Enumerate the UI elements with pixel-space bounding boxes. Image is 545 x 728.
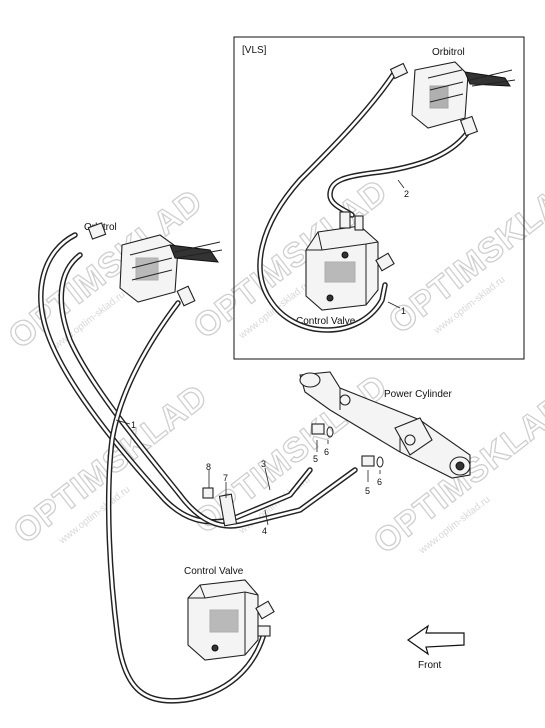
power-cylinder: [299, 371, 471, 479]
callout-fitting-5a: 5: [313, 454, 318, 464]
inset-tag: [VLS]: [242, 45, 267, 56]
main-assembly: Orbitrol Control Valve Power Cylinder: [38, 222, 471, 704]
callout-bolt-8: 8: [206, 462, 211, 472]
front-indicator: Front: [406, 624, 465, 671]
inset-callout-1: 1: [401, 306, 406, 316]
vls-inset: [VLS] Orbitrol Control Valve: [233, 36, 525, 360]
inset-control-valve-label: Control Valve: [296, 316, 356, 327]
inset-orbitrol-label: Orbitrol: [432, 47, 465, 58]
callout-hose-3: 3: [261, 459, 266, 469]
power-cylinder-label: Power Cylinder: [384, 389, 452, 400]
inset-control-valve: [305, 211, 395, 311]
callout-oring-6b: 6: [377, 477, 382, 487]
inset-callout-2: 2: [404, 189, 409, 199]
callout-hose-4: 4: [262, 526, 267, 536]
callout-hose-1: 1: [131, 420, 136, 430]
inset-frame: [233, 36, 525, 360]
front-label: Front: [418, 660, 442, 671]
callout-clamp-7: 7: [223, 473, 228, 483]
callout-oring-6a: 6: [324, 447, 329, 457]
callout-fitting-5b: 5: [365, 486, 370, 496]
main-control-valve-label: Control Valve: [184, 566, 244, 577]
front-arrow-icon: [406, 624, 465, 656]
main-control-valve: [187, 579, 275, 661]
watermark-brand: OPTIMSKLAD: [2, 182, 210, 356]
main-orbitrol: [87, 222, 223, 307]
fittings: [311, 423, 384, 468]
clamp-assembly: [202, 487, 238, 527]
inset-orbitrol: [389, 61, 516, 137]
